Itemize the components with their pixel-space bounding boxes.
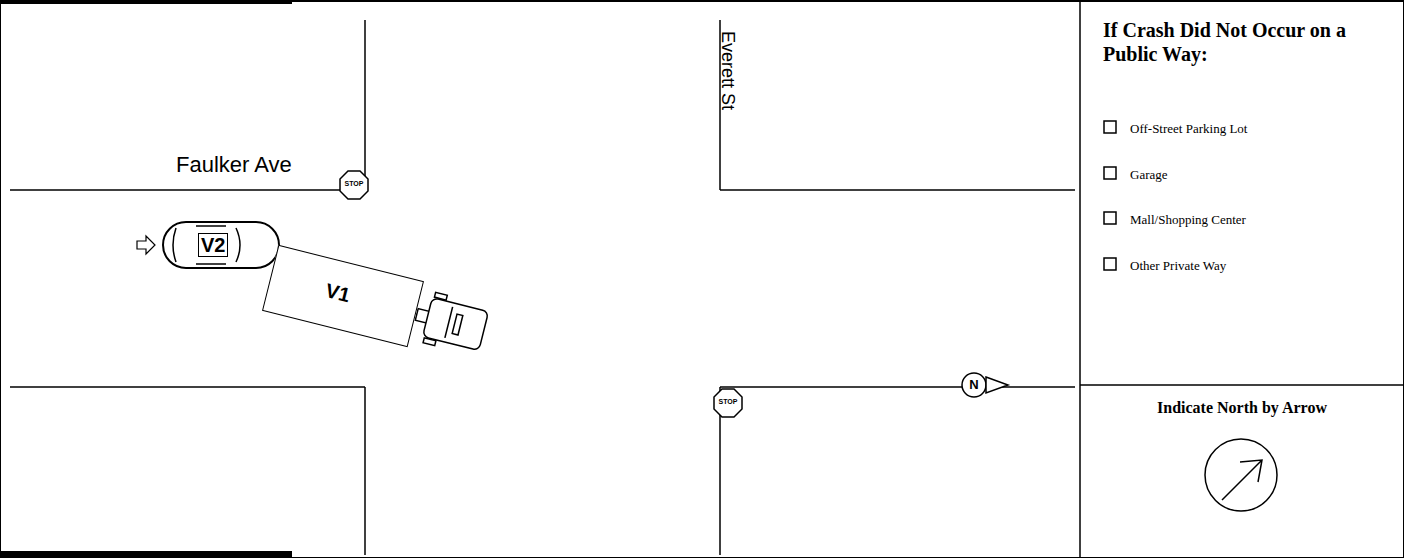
vehicle-label: V2 (198, 233, 228, 257)
north-panel: Indicate North by Arrow (1081, 387, 1403, 427)
checkbox-label: Other Private Way (1130, 258, 1226, 274)
panel-heading: Indicate North by Arrow (1081, 399, 1403, 417)
panel-heading: If Crash Did Not Occur on a Public Way: (1103, 18, 1383, 66)
street-name: Everett St (717, 31, 738, 110)
street-name: Faulker Ave (176, 152, 292, 178)
checkbox-label: Garage (1130, 167, 1168, 183)
vehicle-car: V2 (162, 221, 280, 269)
info-panel: If Crash Did Not Occur on a Public Way: O… (1081, 2, 1403, 384)
vehicle-label: V1 (323, 279, 352, 307)
north-letter: N (967, 377, 981, 392)
vehicle-trailer: V1 (262, 245, 424, 347)
stop-sign-text: STOP (716, 398, 740, 405)
stop-sign-text: STOP (342, 180, 366, 187)
checkbox-label: Mall/Shopping Center (1130, 212, 1246, 228)
checkbox-label: Off-Street Parking Lot (1130, 121, 1247, 137)
